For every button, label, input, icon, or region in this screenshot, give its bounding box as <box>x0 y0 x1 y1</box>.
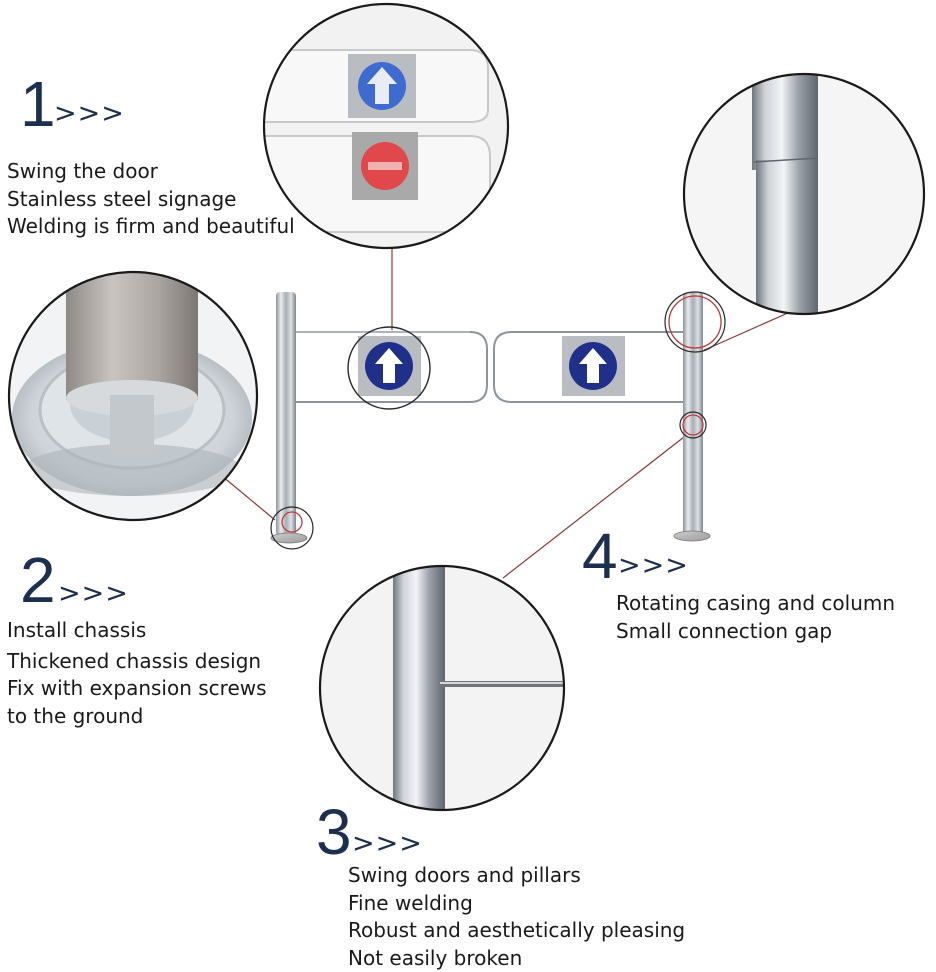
feature-3-line: Fine welding <box>348 890 473 915</box>
feature-4-arrows: >>> <box>618 550 689 581</box>
feature-1-description: Swing the door Stainless steel signage W… <box>7 158 295 241</box>
feature-3-description: Swing doors and pillars Fine welding Rob… <box>348 862 685 972</box>
feature-2-line: Fix with expansion screws <box>7 676 267 700</box>
callout-lines <box>221 248 791 579</box>
zoom-circle-casing <box>682 72 926 316</box>
feature-3-line: Not easily broken <box>348 945 523 970</box>
feature-2-line: Install chassis <box>7 618 147 642</box>
feature-4-line: Rotating casing and column <box>616 591 896 615</box>
feature-2-line: Thickened chassis design <box>7 648 262 673</box>
zoom-circle-chassis <box>7 270 259 522</box>
feature-1-line: Swing the door <box>7 159 158 183</box>
feature-4-description: Rotating casing and column Small connect… <box>616 590 895 645</box>
feature-1-arrows: >>> <box>54 98 125 129</box>
no-entry-sign-icon <box>352 132 418 200</box>
feature-3-line: Swing doors and pillars <box>348 863 581 887</box>
turnstile <box>270 291 726 550</box>
up-arrow-sign-icon <box>562 336 625 396</box>
feature-4-number: 4 <box>582 520 618 592</box>
feature-1-line: Stainless steel signage <box>7 186 237 211</box>
feature-2-line: to the ground <box>7 703 144 728</box>
feature-1-line: Welding is firm and beautiful <box>7 214 295 238</box>
feature-3-arrows: >>> <box>352 828 423 859</box>
up-arrow-sign-icon <box>358 336 421 396</box>
feature-3-number: 3 <box>316 796 352 868</box>
feature-2-number: 2 <box>20 544 56 616</box>
feature-2-description: Install chassis Thickened chassis design… <box>7 617 267 730</box>
feature-1-number: 1 <box>20 68 56 140</box>
zoom-circle-signage <box>262 2 510 250</box>
feature-2-arrows: >>> <box>58 578 129 609</box>
up-arrow-sign-icon <box>348 54 416 118</box>
feature-3-line: Robust and aesthetically pleasing <box>348 918 686 942</box>
feature-4-line: Small connection gap <box>616 618 833 643</box>
zoom-circle-pillar <box>318 564 566 812</box>
